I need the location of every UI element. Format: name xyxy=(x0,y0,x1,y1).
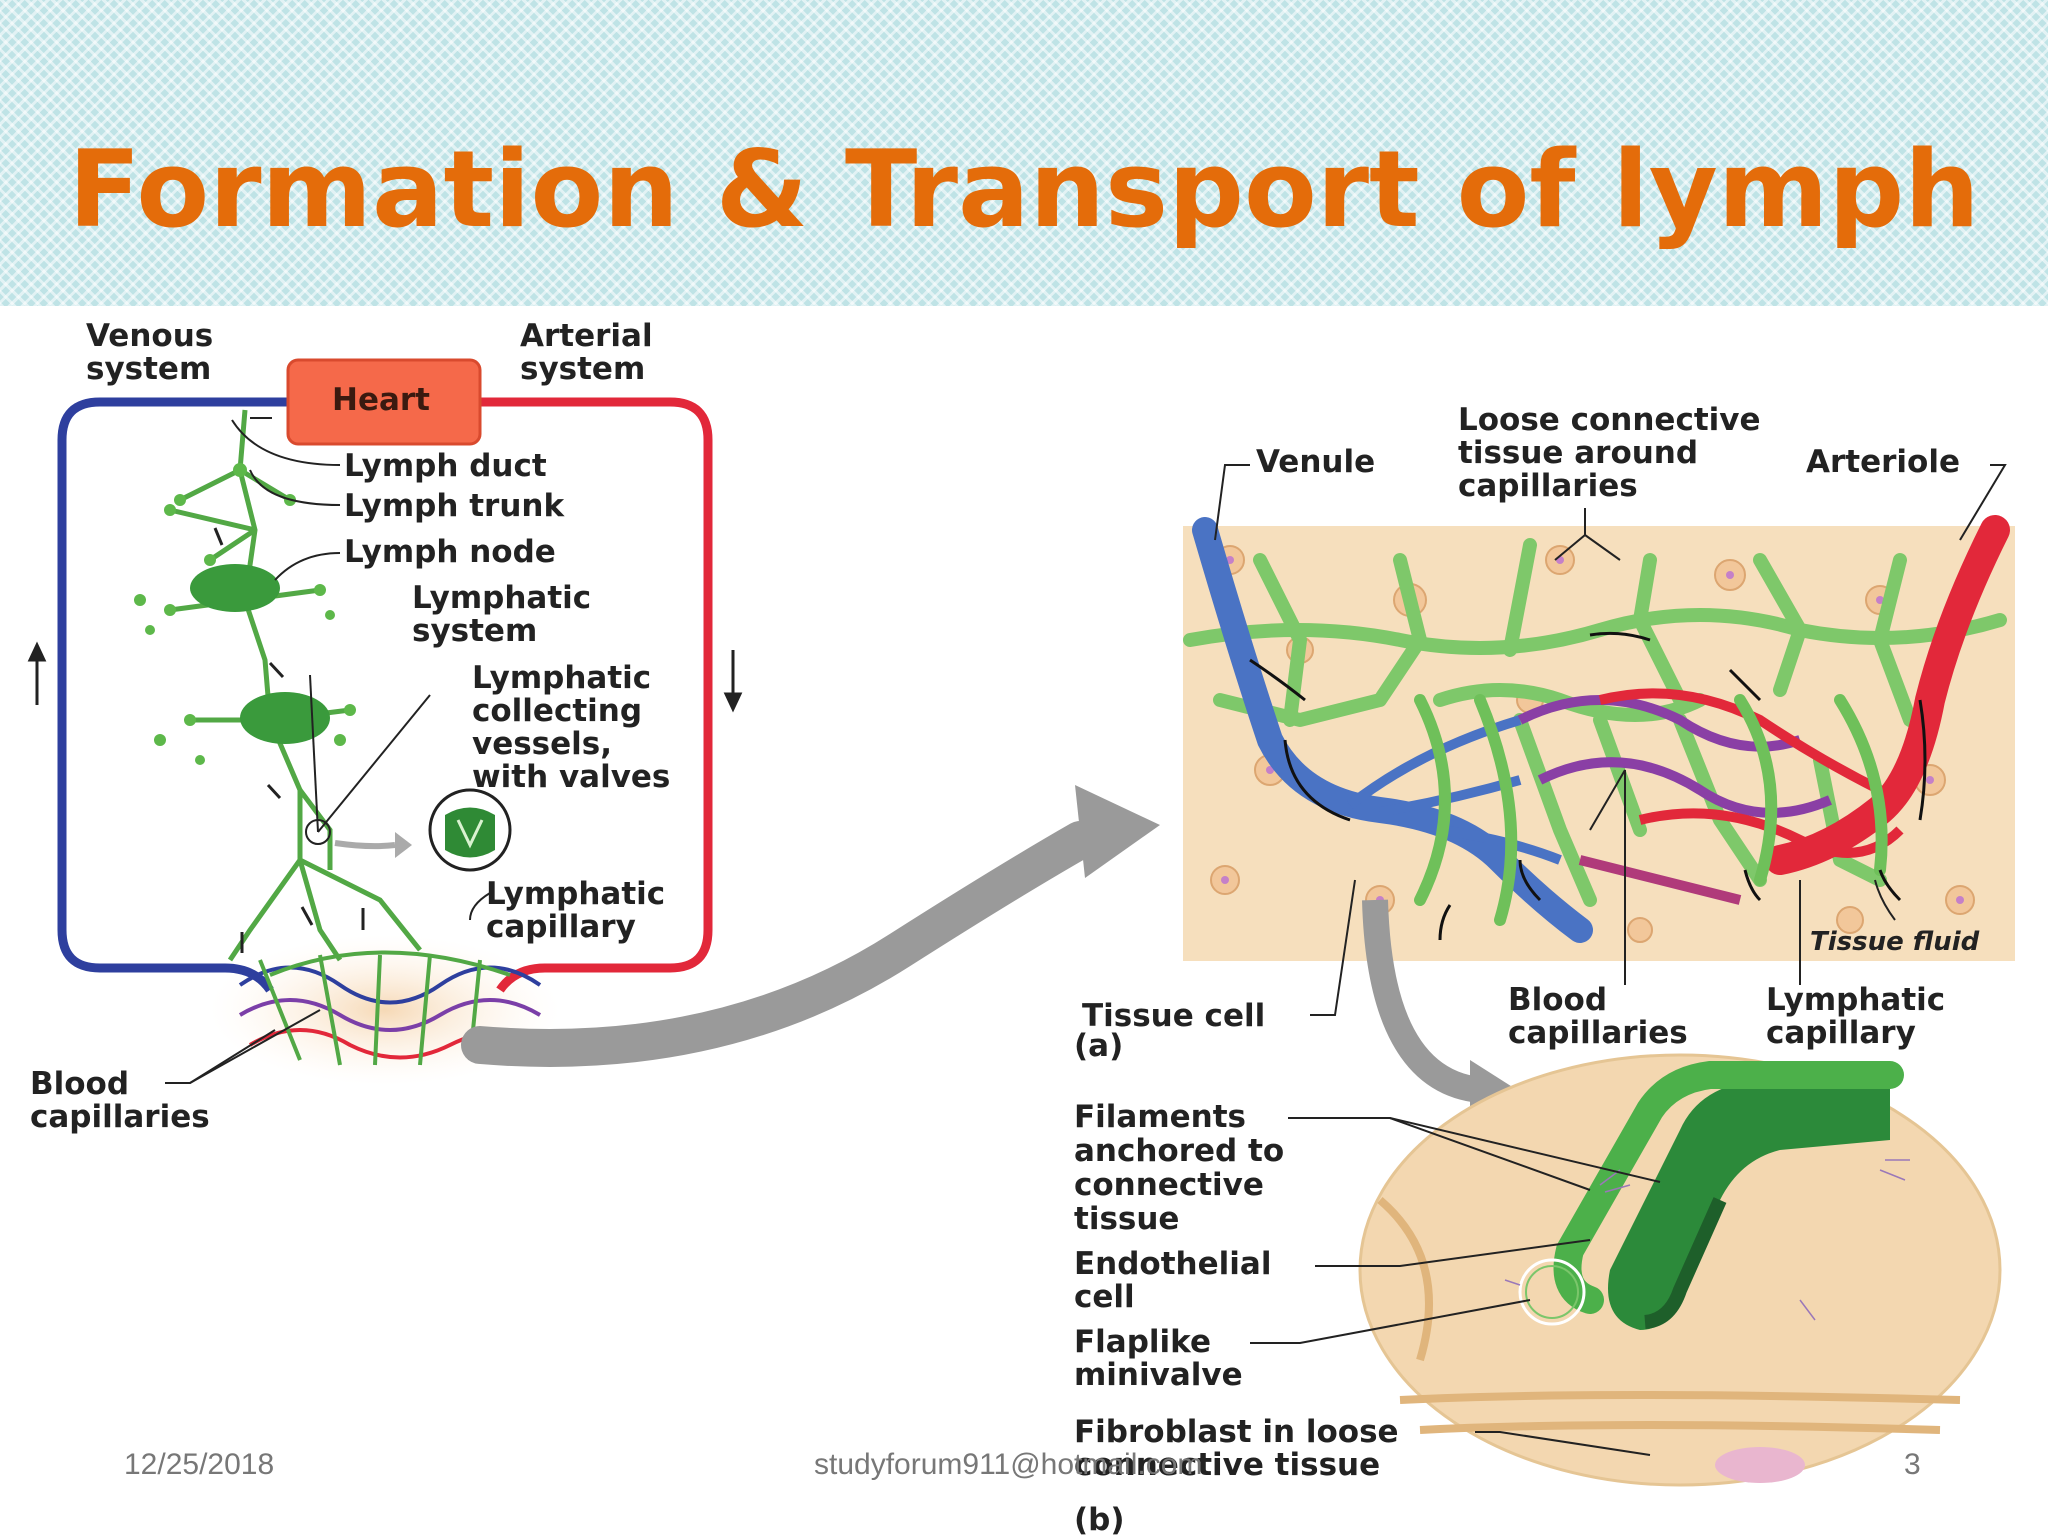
lymph-capillary-tube xyxy=(1608,1080,1890,1330)
footer-email: studyforum911@hotmail.com xyxy=(814,1448,1203,1481)
label-arteriole: Arteriole xyxy=(1806,444,1960,480)
label-lymph-node: Lymph node xyxy=(344,534,556,570)
arteriole-vessel xyxy=(1765,515,2010,875)
slide-header-band xyxy=(0,0,2048,306)
minivalve-circle xyxy=(1518,1258,1586,1326)
lymph-node-upper xyxy=(190,564,280,612)
footer-page-number: 3 xyxy=(1904,1448,1921,1481)
label-lymph-trunk: Lymph trunk xyxy=(344,488,565,524)
venule-vessel xyxy=(1192,517,1593,943)
label-venule: Venule xyxy=(1256,444,1376,480)
arterial-loop xyxy=(480,397,713,993)
label-lymph-duct: Lymph duct xyxy=(344,448,547,484)
label-tissue-cell: Tissue cell xyxy=(1082,998,1266,1034)
footer-date: 12/25/2018 xyxy=(124,1448,275,1481)
slide-title: Formation & Transport of lymph xyxy=(68,128,1980,251)
label-tissue-fluid: Tissue fluid xyxy=(1810,927,1980,957)
zoom-arrow-a xyxy=(461,821,1099,1067)
label-panel-a-tag: (a) xyxy=(1074,1028,1124,1064)
heart-box xyxy=(286,358,482,446)
label-panel-b-tag: (b) xyxy=(1074,1502,1125,1538)
venous-loop xyxy=(57,397,290,993)
label-heart: Heart xyxy=(332,382,430,418)
lymph-node-lower xyxy=(240,692,330,744)
